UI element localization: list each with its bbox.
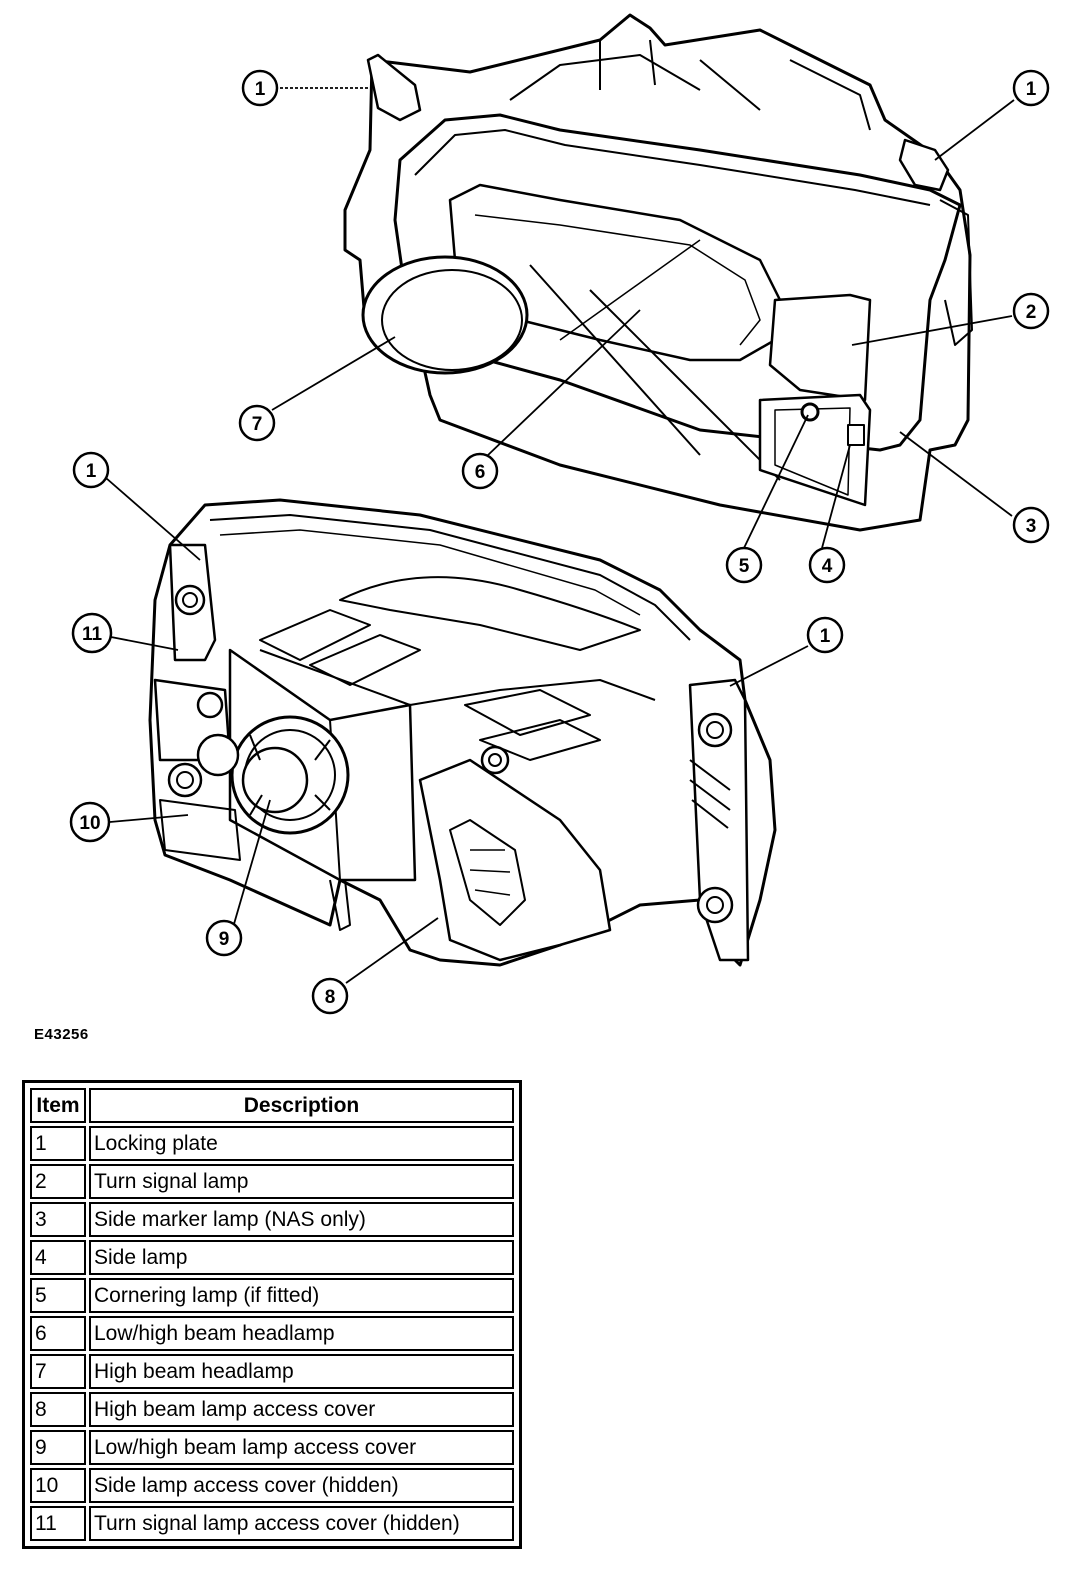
item-description: Cornering lamp (if fitted): [89, 1278, 514, 1313]
callout-5: 5: [725, 546, 763, 584]
headlamp-assembly-diagram: 1 1 2 3 4 5 6 7 1 11 1 10 9 8: [69, 13, 1050, 1015]
item-number: 6: [30, 1316, 86, 1351]
item-number: 11: [30, 1506, 86, 1541]
svg-text:11: 11: [82, 624, 103, 645]
svg-text:3: 3: [1026, 516, 1037, 537]
item-number: 5: [30, 1278, 86, 1313]
svg-text:5: 5: [739, 556, 750, 577]
item-number: 4: [30, 1240, 86, 1275]
svg-text:1: 1: [255, 79, 266, 100]
svg-text:9: 9: [219, 929, 230, 950]
item-description: Turn signal lamp access cover (hidden): [89, 1506, 514, 1541]
item-description: Side lamp access cover (hidden): [89, 1468, 514, 1503]
callout-7: 7: [238, 404, 276, 442]
svg-text:8: 8: [325, 987, 336, 1008]
callout-1d: 1: [806, 616, 844, 654]
svg-text:1: 1: [820, 626, 831, 647]
callout-6: 6: [461, 452, 499, 490]
item-number: 7: [30, 1354, 86, 1389]
item-number: 8: [30, 1392, 86, 1427]
table-header-row: Item Description: [30, 1088, 514, 1123]
callout-10: 10: [69, 801, 111, 843]
svg-text:6: 6: [475, 462, 486, 483]
figure-code: E43256: [34, 1026, 89, 1043]
item-number: 10: [30, 1468, 86, 1503]
item-column-header: Item: [30, 1088, 86, 1123]
description-column-header: Description: [89, 1088, 514, 1123]
callout-3: 3: [1012, 506, 1050, 544]
svg-text:1: 1: [1026, 79, 1037, 100]
callout-1b: 1: [1012, 69, 1050, 107]
item-number: 3: [30, 1202, 86, 1237]
item-description: Side marker lamp (NAS only): [89, 1202, 514, 1237]
item-description: Low/high beam lamp access cover: [89, 1430, 514, 1465]
item-number: 2: [30, 1164, 86, 1199]
callout-9: 9: [205, 919, 243, 957]
callout-2: 2: [1012, 292, 1050, 330]
callout-1c: 1: [72, 451, 110, 489]
callout-4: 4: [808, 546, 846, 584]
callout-8: 8: [311, 977, 349, 1015]
item-description: High beam lamp access cover: [89, 1392, 514, 1427]
leader-lines: [105, 87, 1015, 984]
callout-markers: 1 1 2 3 4 5 6 7 1 11 1 10 9 8: [69, 69, 1050, 1015]
item-description: Locking plate: [89, 1126, 514, 1161]
item-description: Side lamp: [89, 1240, 514, 1275]
svg-text:1: 1: [86, 461, 97, 482]
callout-11: 11: [71, 612, 113, 654]
item-description: Low/high beam headlamp: [89, 1316, 514, 1351]
item-description: Turn signal lamp: [89, 1164, 514, 1199]
headlamp-front-view: [343, 13, 973, 532]
item-number: 1: [30, 1126, 86, 1161]
item-number: 9: [30, 1430, 86, 1465]
svg-text:2: 2: [1026, 302, 1037, 323]
svg-text:4: 4: [822, 556, 833, 577]
callout-1a: 1: [241, 69, 279, 107]
item-description: High beam headlamp: [89, 1354, 514, 1389]
svg-text:7: 7: [252, 414, 263, 435]
headlamp-rear-view: [148, 498, 777, 967]
svg-text:10: 10: [79, 813, 100, 834]
